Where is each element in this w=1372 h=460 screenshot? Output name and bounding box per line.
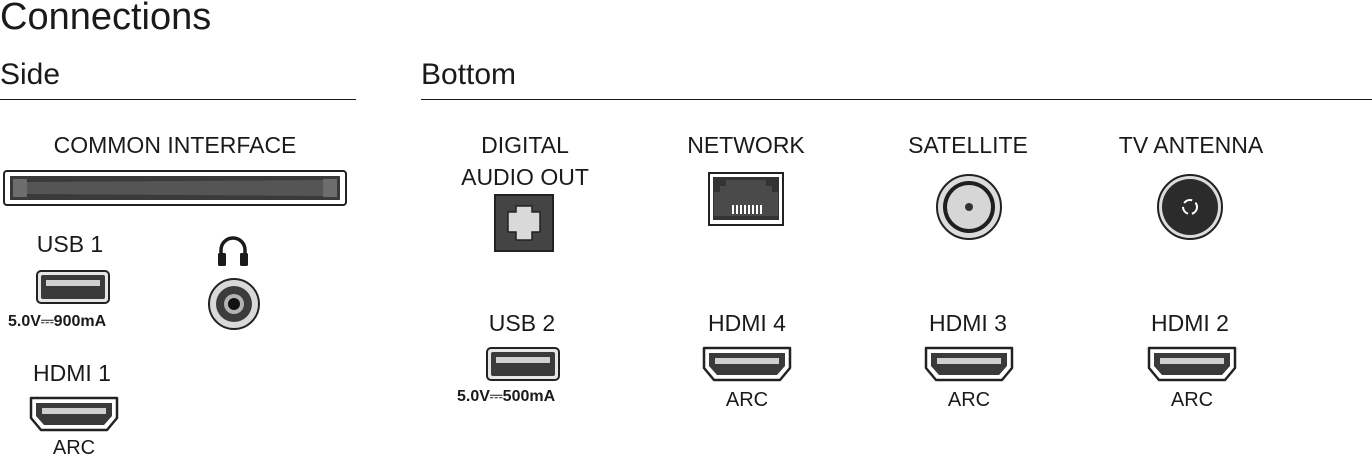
usb2-label: USB 2 [488, 310, 556, 336]
bottom-divider [421, 99, 1372, 100]
usb1-label: USB 1 [36, 231, 104, 257]
usb2-spec: 5.0V⎓500mA [457, 388, 556, 405]
hdmi-port-icon [1146, 345, 1238, 383]
satellite-connector-icon [935, 174, 1003, 240]
hdmi2-arc: ARC [1170, 389, 1214, 411]
satellite-label: SATELLITE [908, 132, 1028, 158]
digital-audio-label-line1: DIGITAL [481, 132, 569, 158]
hdmi4-label: HDMI 4 [708, 310, 786, 336]
hdmi1-label: HDMI 1 [33, 360, 111, 386]
section-bottom-title: Bottom [421, 58, 517, 91]
usb1-spec: 5.0V⎓900mA [8, 313, 107, 330]
hdmi4-arc: ARC [725, 389, 769, 411]
antenna-connector-icon [1156, 174, 1224, 240]
usb-port-icon [36, 270, 110, 304]
ethernet-port-icon [708, 172, 784, 226]
usb-port-icon [486, 347, 560, 381]
headphones-icon [216, 234, 250, 268]
headphone-jack-icon [207, 277, 261, 331]
hdmi2-label: HDMI 2 [1151, 310, 1229, 336]
hdmi-port-icon [701, 345, 793, 383]
hdmi-port-icon [923, 345, 1015, 383]
common-interface-label: COMMON INTERFACE [53, 132, 297, 158]
section-side-title: Side [0, 58, 61, 91]
optical-port-icon [494, 194, 554, 252]
page-title: Connections [0, 0, 212, 38]
tv-antenna-label: TV ANTENNA [1118, 132, 1264, 158]
hdmi3-arc: ARC [947, 389, 991, 411]
hdmi-port-icon [28, 395, 120, 433]
side-divider [0, 99, 356, 100]
hdmi1-arc: ARC [52, 437, 96, 459]
digital-audio-label-line2: AUDIO OUT [461, 164, 589, 190]
hdmi3-label: HDMI 3 [929, 310, 1007, 336]
network-label: NETWORK [687, 132, 805, 158]
ci-slot-icon [3, 170, 347, 206]
